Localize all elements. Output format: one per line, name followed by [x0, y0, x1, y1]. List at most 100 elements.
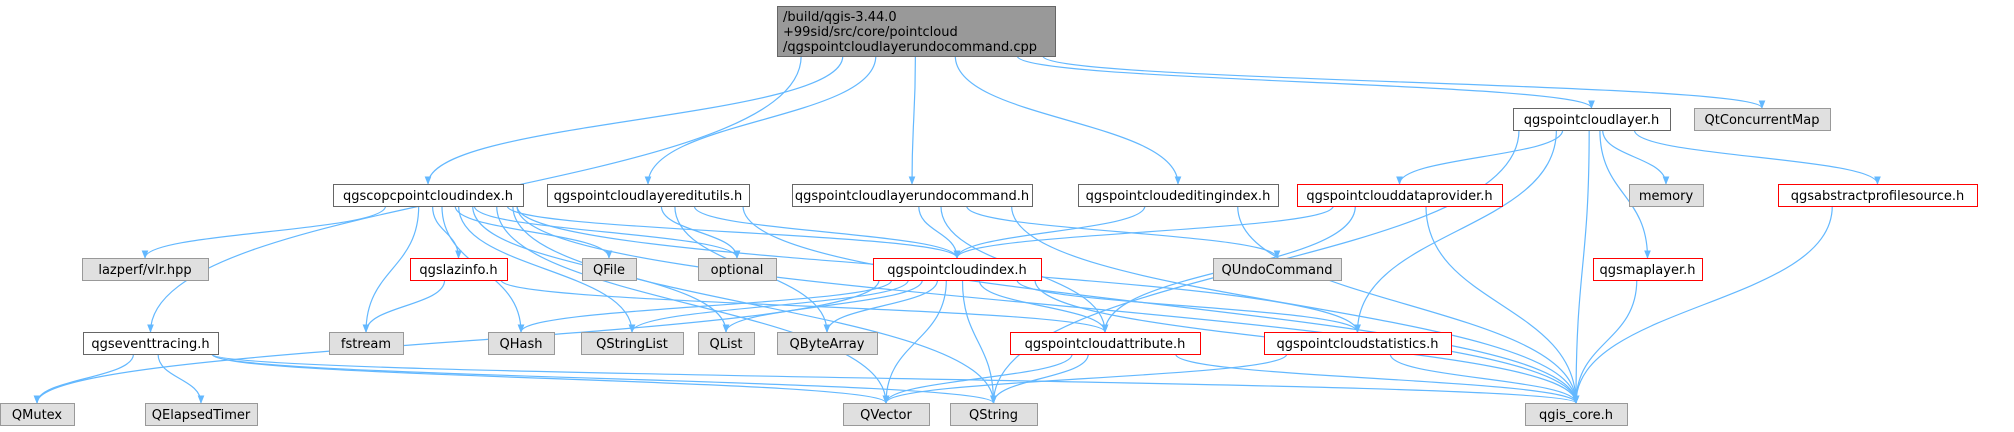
edge-qgspointcloudlayer_h-to-qgsabstractprofilesource_h: [1633, 129, 1881, 185]
node-qgseventtracing-h[interactable]: qgseventtracing.h: [83, 332, 219, 355]
edge-root-to-qgspointcloudlayereditutils_h: [644, 55, 877, 185]
edge-qgspointcloudlayerundocommand_h-to-qgis_core_h: [1011, 205, 1580, 404]
node-box: [1513, 108, 1671, 131]
node-box: [698, 332, 755, 355]
node-box: [1694, 108, 1831, 131]
node-qstring: QString: [950, 403, 1038, 426]
node-qgspointclouddataprovider-h[interactable]: qgspointclouddataprovider.h: [1297, 184, 1503, 207]
node-box: [547, 184, 750, 207]
node-box: [1525, 403, 1628, 426]
edge-qgscopcpointcloudindex_h-to-qgspointcloudindex_h: [506, 205, 961, 259]
edge-qgspointcloudindex_h-to-qgspointcloudattribute_h: [978, 279, 1109, 333]
node-box: [698, 258, 777, 281]
node-label: qgspointcloudlayereditutils.h: [554, 189, 743, 204]
edge-qgseventtracing_h-to-qmutex: [33, 353, 135, 404]
node-label: qgsabstractprofilesource.h: [1791, 189, 1965, 204]
node-qstringlist: QStringList: [581, 332, 684, 355]
edge-qgseventtracing_h-to-qstring: [211, 353, 997, 404]
node-lazperf-vlr-hpp: lazperf/vlr.hpp: [82, 258, 209, 281]
node-qlist: QList: [698, 332, 755, 355]
edge-qgseventtracing_h-to-qelapsedtimer: [157, 353, 205, 404]
edge-qgscopcpointcloudindex_h-to-optional: [473, 205, 741, 259]
node-label: qgspointclouddataprovider.h: [1306, 189, 1492, 204]
node-box: [145, 403, 258, 426]
node-qgis-core-h: qgis_core.h: [1525, 403, 1628, 426]
edge-qgscopcpointcloudindex_h-to-fstream: [362, 205, 420, 333]
edge-qgsabstractprofilesource_h-to-qgis_core_h: [1572, 205, 1833, 404]
node-box: [777, 6, 1056, 57]
node-qelapsedtimer: QElapsedTimer: [145, 403, 258, 426]
edge-qgspointcloudlayereditutils_h-to-optional: [660, 205, 741, 259]
node-qgspointcloudlayerundocommand-h[interactable]: qgspointcloudlayerundocommand.h: [792, 184, 1033, 207]
edge-root-to-qgspointcloudlayerundocommand_h: [908, 55, 916, 185]
edge-qgseventtracing_h-to-qvector: [211, 353, 890, 404]
edge-qgspointcloudlayer_h-to-qgspointclouddataprovider_h: [1396, 129, 1564, 185]
node-label: qgsmaplayer.h: [1600, 263, 1696, 278]
node-label: memory: [1639, 189, 1694, 204]
node-optional: optional: [698, 258, 777, 281]
node-qgspointcloudattribute-h[interactable]: qgspointcloudattribute.h: [1010, 332, 1201, 355]
edge-qgscopcpointcloudindex_h-to-qvector: [496, 205, 890, 404]
node-box: [777, 332, 878, 355]
node-label: fstream: [341, 337, 391, 352]
node-label: qgspointcloudlayerundocommand.h: [795, 189, 1029, 204]
edge-qgspointcloudattribute_h-to-qgis_core_h: [1175, 353, 1580, 404]
node-box: [329, 332, 404, 355]
node-label: QList: [710, 337, 743, 352]
edge-root-to-qtconcurrentmap: [1042, 55, 1766, 109]
edge-qgspointcloudattribute_h-to-qvector: [882, 353, 1073, 404]
edge-qgslazinfo_h-to-qgspointcloudattribute_h: [500, 279, 1109, 333]
node-qgsabstractprofilesource-h[interactable]: qgsabstractprofilesource.h: [1778, 184, 1978, 207]
node-box: [1010, 332, 1201, 355]
edge-root-to-qgspointcloudlayer_h: [1016, 55, 1595, 109]
node-box: [792, 184, 1033, 207]
edge-qgspointcloudstatistics_h-to-qgis_core_h: [1389, 353, 1580, 404]
node-box: [1078, 184, 1279, 207]
edge-qgspointcloudlayereditutils_h-to-qgspointcloudindex_h: [693, 205, 961, 259]
node-box: [582, 258, 637, 281]
node-qgspointcloudeditingindex-h[interactable]: qgspointcloudeditingindex.h: [1078, 184, 1279, 207]
edge-qgspointcloudeditingindex_h-to-qgspointcloudindex_h: [953, 205, 1146, 259]
node-qgslazinfo-h[interactable]: qgslazinfo.h: [410, 258, 508, 281]
node-box: [581, 332, 684, 355]
node-box: [1629, 184, 1704, 207]
edge-qgseventtracing_h-to-qgis_core_h: [211, 353, 1579, 404]
node-label: qgis_core.h: [1539, 408, 1613, 423]
node-qvector: QVector: [843, 403, 930, 426]
edge-qgspointcloudindex_h-to-qbytearray: [823, 279, 939, 333]
edge-qgspointcloudattribute_h-to-qstring: [990, 353, 1089, 404]
node-qbytearray: QByteArray: [777, 332, 878, 355]
edge-root-to-qgspointcloudeditingindex_h: [954, 55, 1182, 185]
node-qgspointcloudindex-h[interactable]: qgspointcloudindex.h: [873, 258, 1042, 281]
edge-qgspointcloudindex_h-to-qhash: [517, 279, 893, 333]
node-qgsmaplayer-h[interactable]: qgsmaplayer.h: [1593, 258, 1703, 281]
node-box: [83, 332, 219, 355]
edge-qgsmaplayer_h-to-qgis_core_h: [1572, 279, 1638, 404]
node-fstream: fstream: [329, 332, 404, 355]
edge-qgspointcloudlayerundocommand_h-to-qundocommand: [966, 205, 1281, 259]
edge-qgscopcpointcloudindex_h-to-qstringlist: [458, 205, 636, 333]
node-label: qgspointcloudindex.h: [887, 263, 1027, 278]
root-file-label-line: /build/qgis-3.44.0: [783, 10, 897, 25]
node-qgspointcloudlayereditutils-h[interactable]: qgspointcloudlayereditutils.h: [547, 184, 750, 207]
edge-root-to-qgscopcpointcloudindex_h: [424, 55, 844, 185]
node-qgspointcloudlayer-h[interactable]: qgspointcloudlayer.h: [1513, 108, 1671, 131]
node-qgscopcpointcloudindex-h[interactable]: qgscopcpointcloudindex.h: [333, 184, 524, 207]
node-label: lazperf/vlr.hpp: [98, 263, 191, 278]
edge-qgspointcloudlayerundocommand_h-to-qgspointcloudindex_h: [918, 205, 961, 259]
node-qgspointcloudstatistics-h[interactable]: qgspointcloudstatistics.h: [1264, 332, 1452, 355]
edge-qgspointcloudindex_h-to-qlist: [722, 279, 923, 333]
edge-qgspointcloudstatistics_h-to-qvector: [882, 353, 1288, 404]
edge-qgspointcloudindex_h-to-qgspointcloudstatistics_h: [1016, 279, 1361, 333]
node-label: QStringList: [596, 337, 668, 352]
node-label: QHash: [500, 337, 543, 352]
node-box: [873, 258, 1042, 281]
node-qmutex: QMutex: [0, 403, 75, 426]
node-label: qgspointcloudstatistics.h: [1277, 337, 1439, 352]
edge-qgspointcloudlayer_h-to-qgspointcloudstatistics_h: [1354, 129, 1557, 333]
node-root[interactable]: /build/qgis-3.44.0+99sid/src/core/pointc…: [777, 6, 1056, 57]
edge-qgscopcpointcloudindex_h-to-qgis_core_h: [516, 205, 1580, 404]
node-box: [1778, 184, 1978, 207]
node-label: QFile: [593, 263, 625, 278]
